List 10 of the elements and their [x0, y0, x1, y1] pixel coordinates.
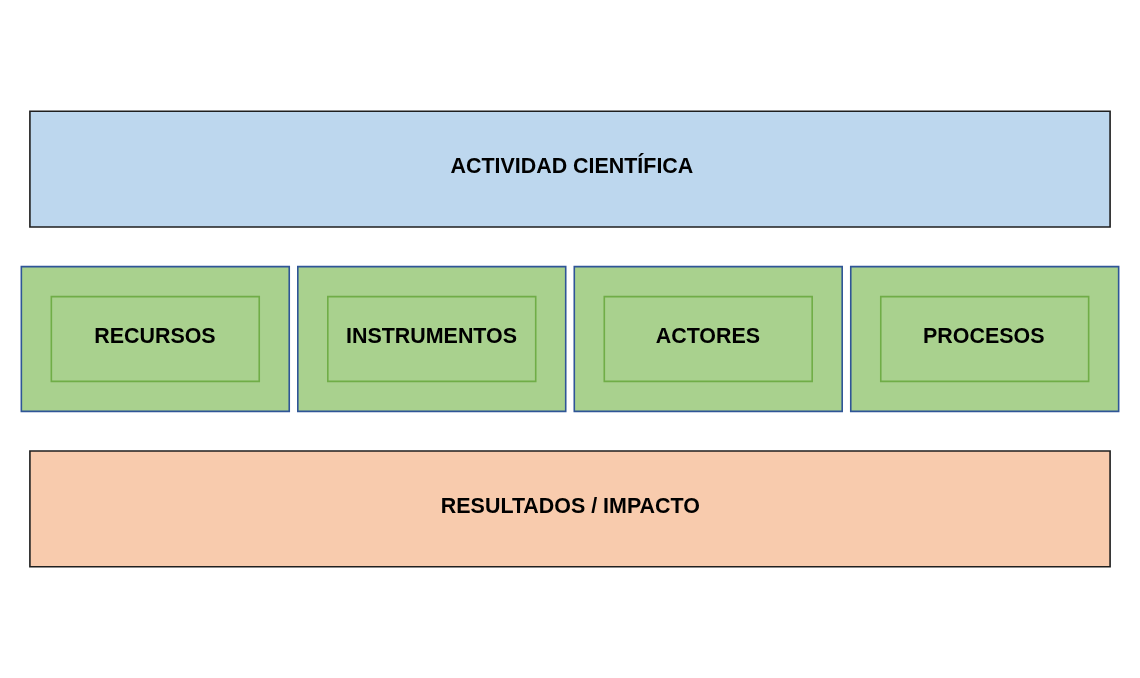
node-box: ACTIVIDAD CIENTÍFICA: [29, 110, 1111, 228]
node-box: RESULTADOS / IMPACTO: [29, 450, 1111, 568]
node-box: RECURSOS: [50, 295, 261, 383]
node-box: INSTRUMENTOS: [327, 295, 537, 383]
cluster: [573, 265, 843, 413]
cluster: [20, 265, 291, 413]
node-box: ACTORES: [603, 295, 813, 383]
cluster: [849, 265, 1120, 413]
node-box: PROCESOS: [879, 295, 1090, 383]
cluster: [297, 265, 567, 413]
